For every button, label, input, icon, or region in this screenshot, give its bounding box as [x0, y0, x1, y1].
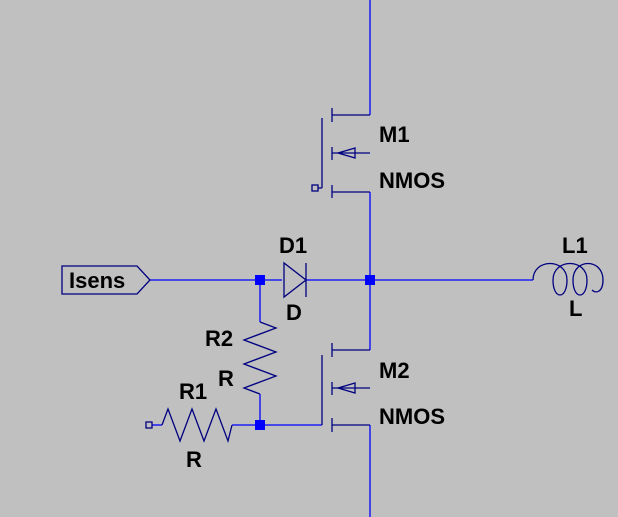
- wires: [150, 0, 533, 517]
- m2-value-label: NMOS: [379, 404, 445, 429]
- r1-resistor-symbol[interactable]: [145, 407, 233, 444]
- r2-resistor-symbol[interactable]: [242, 321, 278, 395]
- d1-value-label: D: [286, 300, 302, 325]
- junction-dot-switch-node: [365, 275, 375, 285]
- m1-name-label: M1: [379, 122, 410, 147]
- d1-diode-symbol[interactable]: [283, 261, 308, 299]
- l1-value-label: L: [569, 296, 582, 321]
- isens-net-label: Isens: [69, 268, 125, 293]
- l1-inductor-symbol[interactable]: [532, 263, 604, 296]
- m1-value-label: NMOS: [379, 168, 445, 193]
- m2-name-label: M2: [379, 358, 410, 383]
- r2-name-label: R2: [205, 326, 233, 351]
- d1-name-label: D1: [279, 233, 307, 258]
- junction-dot-gate-m2: [255, 420, 265, 430]
- isens-net-flag[interactable]: [61, 265, 151, 295]
- m1-nmos-symbol[interactable]: [311, 108, 370, 198]
- r1-value-label: R: [186, 447, 202, 472]
- junction-dot-r2-d1: [255, 275, 265, 285]
- l1-name-label: L1: [562, 233, 588, 258]
- r1-name-label: R1: [179, 379, 207, 404]
- r2-value-label: R: [218, 366, 234, 391]
- m2-nmos-symbol[interactable]: [321, 343, 370, 432]
